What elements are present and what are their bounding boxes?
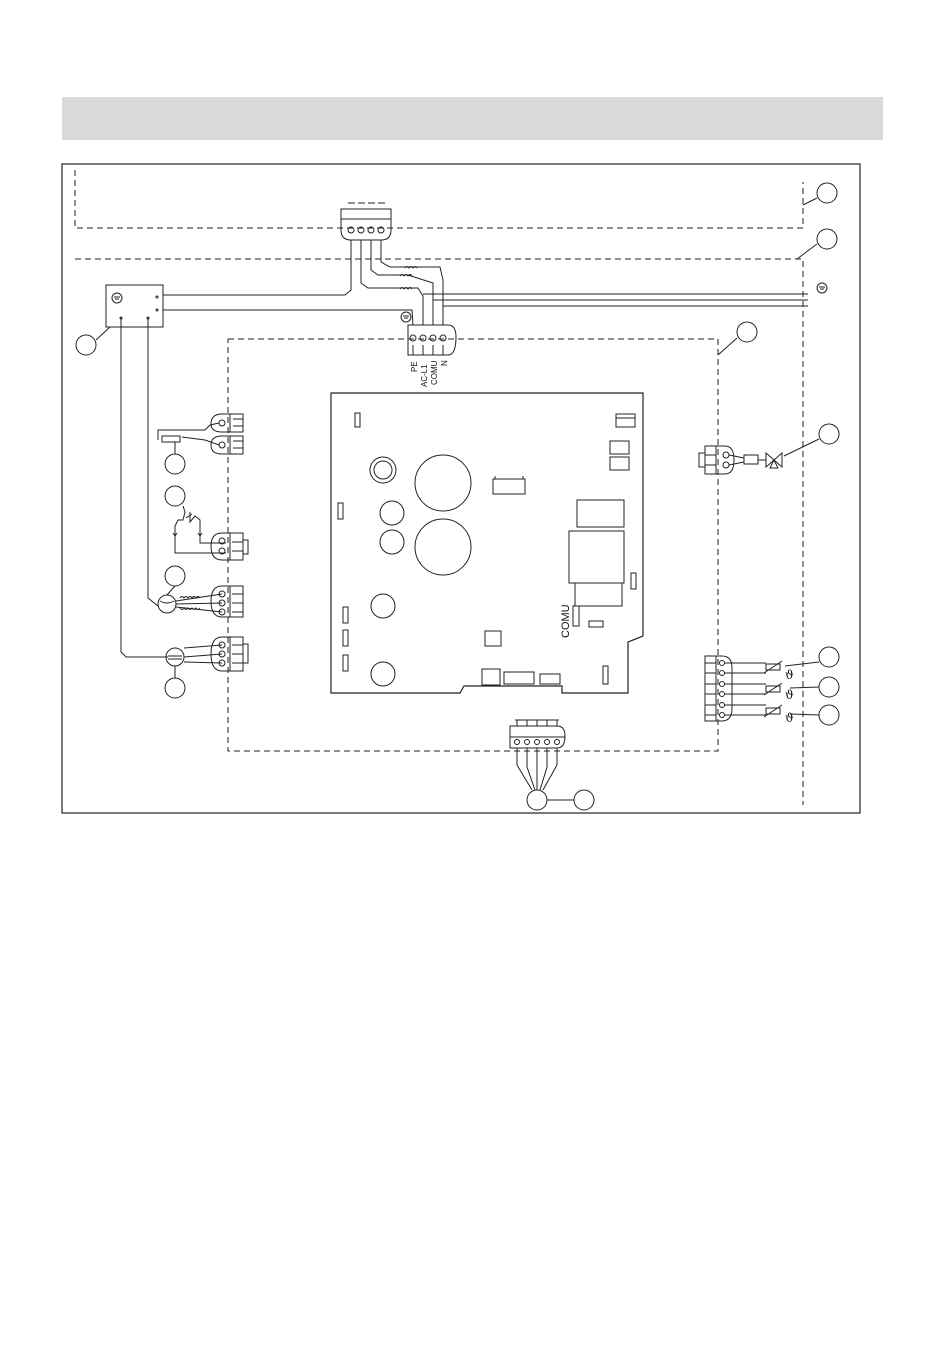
- junction-box: [106, 285, 163, 327]
- mains-terminal-connector: [408, 325, 456, 355]
- left-connector-3: [211, 533, 248, 560]
- ground-symbol-inner: [401, 312, 411, 322]
- sensor-theta-symbols: ϑ ϑ ϑ: [785, 668, 794, 725]
- terminal-label-acl1: AC-L1: [420, 364, 429, 387]
- mains-wires: [163, 240, 808, 325]
- wire-left-inner: [148, 318, 158, 606]
- left-connector-4: [211, 586, 243, 617]
- board-label-comu: COMU: [560, 604, 572, 638]
- pump: [166, 645, 222, 678]
- callout-bottom-1: [527, 790, 547, 810]
- pcb-board: [331, 393, 643, 693]
- temperature-sensor-icon: [725, 661, 782, 717]
- terminal-label-pe: PE: [410, 361, 419, 372]
- callout-left-5: [165, 678, 185, 698]
- bottom-connector: [510, 720, 565, 790]
- callout-left-1: [76, 335, 96, 355]
- ground-symbol-right: [817, 283, 827, 293]
- upper-enclosure-dashed: [75, 170, 803, 805]
- board-enclosure-dashed: [228, 339, 718, 751]
- svg-text:ϑ: ϑ: [785, 711, 794, 725]
- svg-text:ϑ: ϑ: [785, 688, 794, 702]
- callout-sensor-1: [819, 647, 839, 667]
- callout-left-4: [165, 566, 185, 586]
- svg-text:ϑ: ϑ: [785, 668, 794, 682]
- callout-board: [737, 322, 757, 342]
- terminal-label-n: N: [440, 360, 449, 366]
- callout-left-2: [165, 454, 185, 474]
- callout-left-3: [165, 486, 185, 506]
- terminal-label-comu: COMU: [430, 360, 439, 385]
- callout-right-1: [817, 183, 837, 203]
- callout-right-2: [817, 229, 837, 249]
- left-connector-1: [211, 414, 243, 432]
- callout-valve: [819, 424, 839, 444]
- resistor-element: [162, 436, 180, 442]
- left-connector-2: [211, 436, 243, 454]
- pcb-components: [338, 413, 636, 686]
- valve-connector: [699, 446, 766, 474]
- callout-sensor-2: [819, 677, 839, 697]
- top-connector: [341, 203, 391, 240]
- wire-left-outer: [121, 318, 168, 657]
- pressure-switch: [173, 506, 226, 553]
- three-way-valve-icon: [766, 453, 782, 468]
- callout-sensor-3: [819, 705, 839, 725]
- callout-bottom-2: [574, 790, 594, 810]
